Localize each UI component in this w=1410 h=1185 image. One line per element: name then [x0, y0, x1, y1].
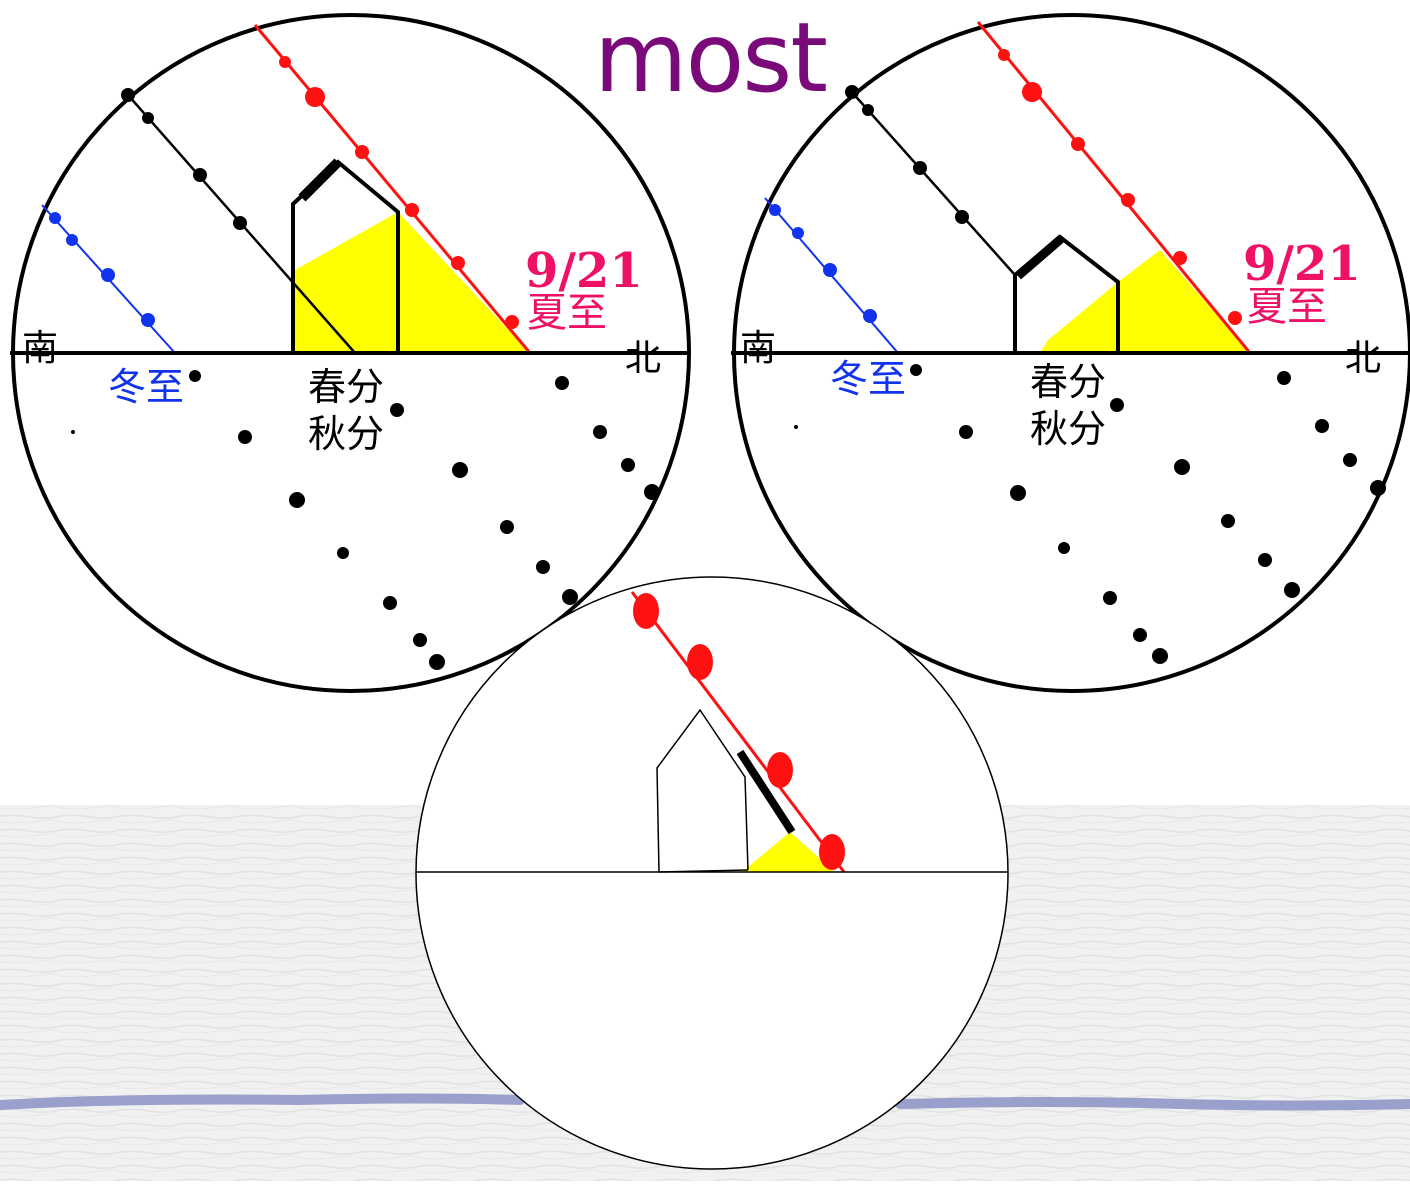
decorative-swoosh-left — [0, 1093, 525, 1110]
bottom-house-outline — [656, 708, 749, 873]
right-below-horizon-dots — [794, 364, 1386, 664]
decorative-swoosh-right — [895, 1097, 1410, 1111]
left-equinox-dots — [121, 88, 247, 230]
right-north-label: 北 — [1345, 338, 1381, 379]
right-sun-path-diagram: 9/21 夏至 南 北 冬至 春分 秋分 — [731, 13, 1410, 693]
left-below-horizon-dots — [71, 370, 660, 670]
left-winter-dots — [49, 212, 155, 327]
left-spring-equinox-label: 春分 — [308, 365, 384, 409]
right-spring-equinox-label: 春分 — [1030, 360, 1106, 404]
left-summer-dots — [279, 56, 519, 329]
slide-title: most — [594, 2, 828, 114]
bottom-sun-path-diagram — [415, 576, 1009, 1170]
right-equinox-dots — [845, 85, 969, 224]
bottom-summer-path — [630, 591, 846, 873]
left-south-label: 南 — [22, 328, 58, 369]
left-sunlit-area — [295, 212, 530, 353]
right-roof-shadow — [1015, 234, 1065, 280]
bottom-sunlit-area — [742, 832, 835, 872]
left-winter-label: 冬至 — [108, 365, 184, 409]
bottom-sky-circle — [415, 576, 1009, 1170]
left-north-label: 北 — [625, 338, 661, 379]
left-date-label: 9/21 — [525, 243, 643, 299]
left-sun-path-diagram: 9/21 夏至 南 北 冬至 春分 秋分 — [10, 13, 691, 693]
left-summer-label: 夏至 — [527, 290, 607, 336]
bottom-summer-dots — [633, 593, 845, 870]
right-summer-label: 夏至 — [1247, 284, 1327, 330]
right-date-label: 9/21 — [1243, 236, 1361, 292]
right-winter-label: 冬至 — [830, 357, 906, 401]
right-sunlit-area — [1040, 250, 1250, 353]
left-summer-path — [253, 24, 532, 354]
right-summer-dots — [998, 49, 1242, 325]
right-winter-dots — [769, 204, 877, 323]
left-roof-shadow — [298, 158, 342, 202]
right-equinox-path — [849, 89, 1016, 276]
right-autumn-equinox-label: 秋分 — [1030, 407, 1106, 451]
right-south-label: 南 — [740, 328, 776, 369]
left-autumn-equinox-label: 秋分 — [308, 412, 384, 456]
bottom-wall-shadow — [736, 749, 796, 835]
right-summer-path — [976, 21, 1252, 354]
